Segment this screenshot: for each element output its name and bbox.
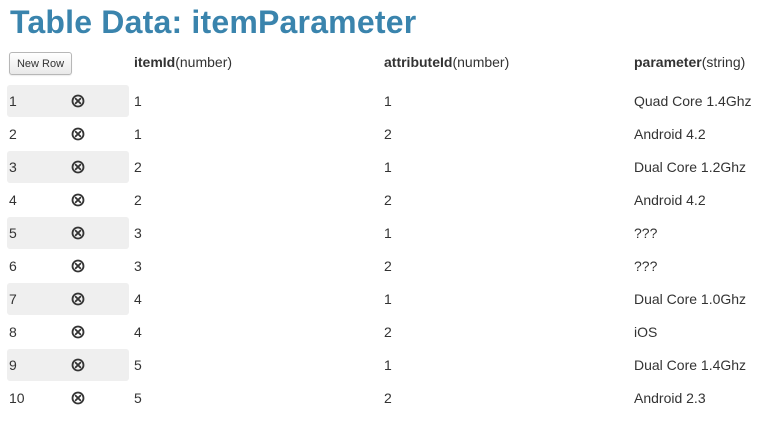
cell-itemid[interactable]: 3 xyxy=(134,225,142,241)
cell-parameter[interactable]: Android 2.3 xyxy=(634,390,706,406)
cell-itemid[interactable]: 2 xyxy=(134,192,142,208)
row-index-cell: 7 xyxy=(7,283,129,315)
table-row: 3 2 1 Dual Core 1.2Ghz xyxy=(0,151,764,184)
delete-row-button[interactable] xyxy=(71,325,85,339)
column-type: (number) xyxy=(175,54,233,70)
column-name: itemId xyxy=(134,54,176,70)
close-circle-icon xyxy=(71,94,85,108)
column-header-attributeid[interactable]: attributeId(number) xyxy=(384,54,509,70)
row-index-cell: 5 xyxy=(7,217,129,249)
row-index: 4 xyxy=(9,192,17,208)
row-index-cell: 4 xyxy=(7,184,129,216)
table-row: 1 1 1 Quad Core 1.4Ghz xyxy=(0,85,764,118)
cell-parameter[interactable]: ??? xyxy=(634,225,658,241)
row-index-cell: 6 xyxy=(7,250,129,282)
delete-row-button[interactable] xyxy=(71,160,85,174)
close-circle-icon xyxy=(71,193,85,207)
column-name: parameter xyxy=(634,54,702,70)
row-index: 10 xyxy=(9,390,25,406)
delete-row-button[interactable] xyxy=(71,292,85,306)
row-index: 1 xyxy=(9,93,17,109)
cell-parameter[interactable]: Quad Core 1.4Ghz xyxy=(634,93,752,109)
cell-attributeid[interactable]: 1 xyxy=(384,291,392,307)
row-index-cell: 9 xyxy=(7,349,129,381)
table-row: 4 2 2 Android 4.2 xyxy=(0,184,764,217)
cell-itemid[interactable]: 5 xyxy=(134,357,142,373)
table-row: 9 5 1 Dual Core 1.4Ghz xyxy=(0,349,764,382)
delete-row-button[interactable] xyxy=(71,259,85,273)
cell-attributeid[interactable]: 1 xyxy=(384,159,392,175)
cell-attributeid[interactable]: 2 xyxy=(384,324,392,340)
table-row: 6 3 2 ??? xyxy=(0,250,764,283)
cell-attributeid[interactable]: 1 xyxy=(384,225,392,241)
delete-row-button[interactable] xyxy=(71,127,85,141)
cell-itemid[interactable]: 3 xyxy=(134,258,142,274)
column-header-parameter[interactable]: parameter(string) xyxy=(634,54,745,70)
row-index: 7 xyxy=(9,291,17,307)
cell-attributeid[interactable]: 1 xyxy=(384,357,392,373)
column-type: (number) xyxy=(452,54,510,70)
page-title: Table Data: itemParameter xyxy=(10,4,417,40)
cell-parameter[interactable]: iOS xyxy=(634,324,658,340)
table-body: 1 1 1 Quad Core 1.4Ghz 2 1 2 Android 4.2… xyxy=(0,85,764,415)
new-row-button[interactable]: New Row xyxy=(9,52,72,75)
cell-itemid[interactable]: 4 xyxy=(134,291,142,307)
row-index-cell: 10 xyxy=(7,382,129,414)
cell-itemid[interactable]: 5 xyxy=(134,390,142,406)
close-circle-icon xyxy=(71,391,85,405)
cell-itemid[interactable]: 1 xyxy=(134,93,142,109)
cell-parameter[interactable]: Android 4.2 xyxy=(634,126,706,142)
delete-row-button[interactable] xyxy=(71,193,85,207)
close-circle-icon xyxy=(71,160,85,174)
cell-parameter[interactable]: ??? xyxy=(634,258,658,274)
column-type: (string) xyxy=(701,54,746,70)
row-index-cell: 3 xyxy=(7,151,129,183)
row-index: 6 xyxy=(9,258,17,274)
cell-itemid[interactable]: 4 xyxy=(134,324,142,340)
row-index-cell: 1 xyxy=(7,85,129,117)
delete-row-button[interactable] xyxy=(71,391,85,405)
cell-attributeid[interactable]: 1 xyxy=(384,93,392,109)
cell-parameter[interactable]: Dual Core 1.2Ghz xyxy=(634,159,747,175)
cell-attributeid[interactable]: 2 xyxy=(384,126,392,142)
cell-parameter[interactable]: Android 4.2 xyxy=(634,192,706,208)
column-header-itemid[interactable]: itemId(number) xyxy=(134,54,232,70)
delete-row-button[interactable] xyxy=(71,226,85,240)
table-row: 7 4 1 Dual Core 1.0Ghz xyxy=(0,283,764,316)
cell-attributeid[interactable]: 2 xyxy=(384,192,392,208)
row-index: 8 xyxy=(9,324,17,340)
row-index: 2 xyxy=(9,126,17,142)
cell-attributeid[interactable]: 2 xyxy=(384,390,392,406)
table-row: 8 4 2 iOS xyxy=(0,316,764,349)
table-row: 10 5 2 Android 2.3 xyxy=(0,382,764,415)
cell-itemid[interactable]: 2 xyxy=(134,159,142,175)
cell-attributeid[interactable]: 2 xyxy=(384,258,392,274)
close-circle-icon xyxy=(71,292,85,306)
cell-parameter[interactable]: Dual Core 1.0Ghz xyxy=(634,291,747,307)
row-index-cell: 8 xyxy=(7,316,129,348)
cell-parameter[interactable]: Dual Core 1.4Ghz xyxy=(634,357,747,373)
table-row: 5 3 1 ??? xyxy=(0,217,764,250)
row-index: 5 xyxy=(9,225,17,241)
row-index: 9 xyxy=(9,357,17,373)
close-circle-icon xyxy=(71,325,85,339)
delete-row-button[interactable] xyxy=(71,94,85,108)
delete-row-button[interactable] xyxy=(71,358,85,372)
cell-itemid[interactable]: 1 xyxy=(134,126,142,142)
row-index-cell: 2 xyxy=(7,118,129,150)
row-index: 3 xyxy=(9,159,17,175)
close-circle-icon xyxy=(71,358,85,372)
column-name: attributeId xyxy=(384,54,453,70)
close-circle-icon xyxy=(71,127,85,141)
close-circle-icon xyxy=(71,226,85,240)
close-circle-icon xyxy=(71,259,85,273)
table-row: 2 1 2 Android 4.2 xyxy=(0,118,764,151)
